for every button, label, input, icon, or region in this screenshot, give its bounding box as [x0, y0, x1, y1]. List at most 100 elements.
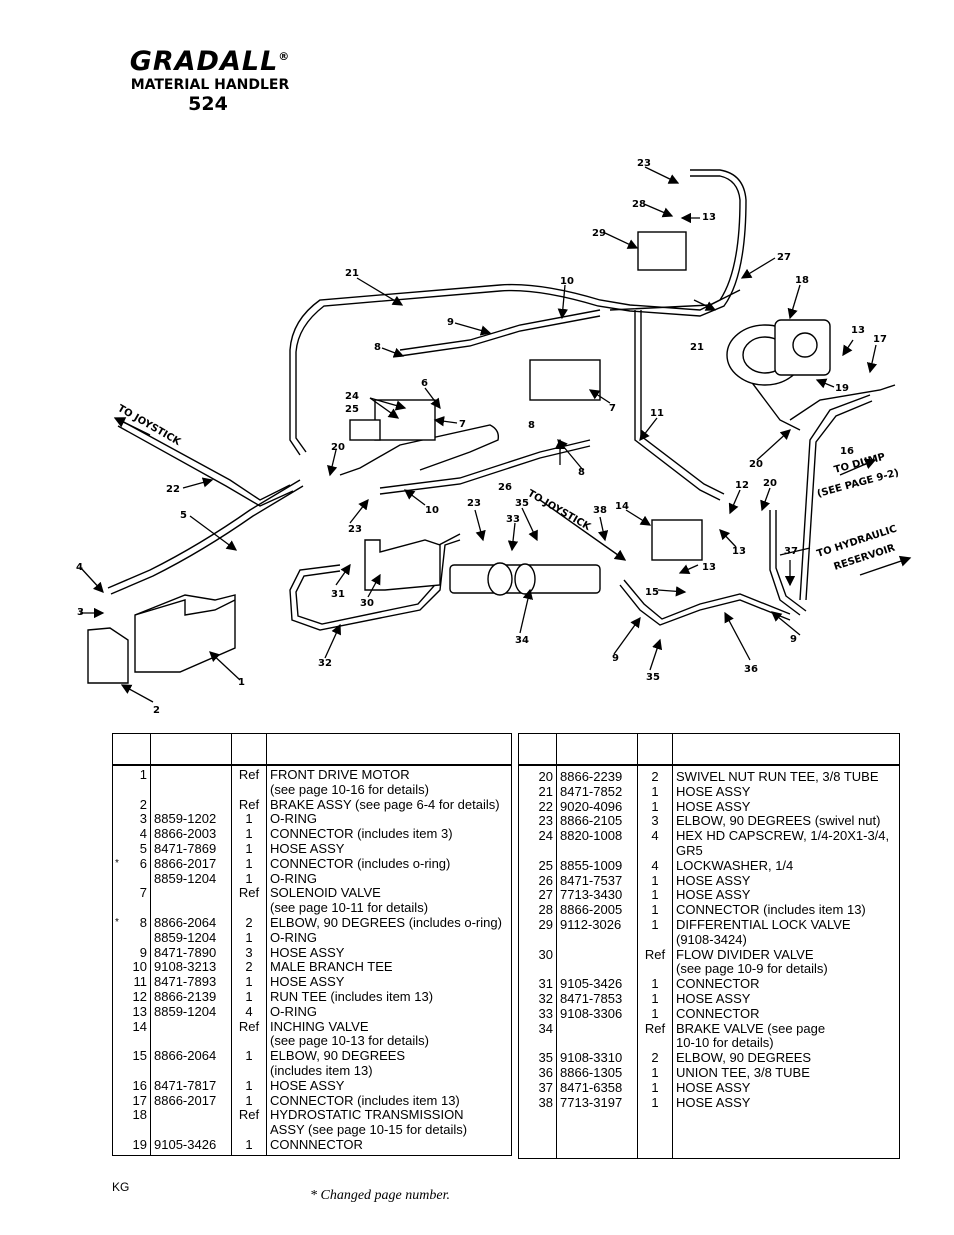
- registered-mark: ®: [278, 50, 291, 63]
- description-cell: O-RING: [266, 871, 512, 887]
- item-number-cell: 19: [112, 1136, 151, 1153]
- item-number-cell: 16: [112, 1078, 151, 1094]
- item-number-cell: [112, 1034, 151, 1050]
- part-number-cell: [556, 932, 638, 948]
- item-number: 27: [538, 887, 553, 903]
- description-cell: FRONT DRIVE MOTOR: [266, 767, 512, 783]
- quantity-cell: 2: [637, 769, 673, 785]
- callout-23b: 23: [348, 524, 362, 535]
- item-number: 26: [538, 872, 553, 888]
- callout-23c: 23: [467, 498, 481, 509]
- part-number-cell: 8859-1204: [150, 930, 232, 946]
- item-number-cell: 21: [518, 784, 557, 800]
- quantity-cell: 1: [637, 1080, 673, 1096]
- item-number: 18: [132, 1107, 147, 1123]
- description-cell: HOSE ASSY: [266, 974, 512, 990]
- part-number-cell: 8866-2003: [150, 826, 232, 842]
- quantity-cell: 2: [231, 960, 267, 976]
- item-number: 23: [538, 813, 553, 829]
- part-number-cell: [150, 768, 232, 783]
- item-number: 3: [139, 811, 147, 827]
- callout-17: 17: [873, 334, 887, 345]
- description-cell: DIFFERENTIAL LOCK VALVE: [672, 917, 900, 933]
- part-number-cell: 8866-2139: [150, 989, 232, 1005]
- item-number: 6: [139, 855, 147, 871]
- quantity-cell: 2: [637, 1050, 673, 1066]
- callout-19: 19: [835, 383, 849, 394]
- item-number: 19: [132, 1136, 147, 1152]
- table-spacer-row: [112, 765, 512, 768]
- item-number-cell: 37: [518, 1080, 557, 1096]
- part-number-cell: 8471-7537: [556, 873, 638, 889]
- part-number-cell: 9105-3426: [556, 976, 638, 992]
- item-number-cell: [112, 871, 151, 887]
- part-number-cell: [556, 1036, 638, 1052]
- item-number: 4: [139, 826, 147, 842]
- callout-1: 1: [238, 677, 245, 688]
- description-cell: (see page 10-13 for details): [266, 1034, 512, 1050]
- components: [87, 231, 831, 684]
- description-cell: (see page 10-9 for details): [672, 962, 900, 978]
- table-spacer-row: [518, 1110, 900, 1160]
- part-number-cell: 7713-3430: [556, 888, 638, 904]
- description-cell: SWIVEL NUT RUN TEE, 3/8 TUBE: [672, 769, 900, 785]
- part-number-cell: 8471-7890: [150, 945, 232, 961]
- item-number-cell: 23: [518, 813, 557, 830]
- quantity-cell: Ref: [231, 767, 267, 783]
- part-number-cell: 9112-3026: [556, 917, 638, 933]
- direction-arrows: [113, 417, 912, 576]
- quantity-cell: [231, 901, 267, 916]
- quantity-cell: Ref: [637, 1021, 673, 1037]
- callout-10a: 10: [560, 276, 574, 287]
- table-row: (see page 10-11 for details): [112, 900, 512, 916]
- product-subtitle: MATERIAL HANDLER: [130, 77, 290, 93]
- callout-5: 5: [180, 510, 187, 521]
- callout-20a: 20: [331, 442, 345, 453]
- description-cell: CONNNECTOR: [266, 1137, 512, 1153]
- quantity-cell: 1: [231, 812, 267, 828]
- part-number-cell: [150, 886, 232, 902]
- item-number: 9: [139, 944, 147, 960]
- item-number-cell: [518, 962, 557, 978]
- item-number-cell: 33: [518, 1006, 557, 1022]
- item-number-cell: 32: [518, 991, 557, 1007]
- item-number: 14: [132, 1018, 147, 1034]
- callout-11: 11: [650, 408, 664, 419]
- description-cell: HYDROSTATIC TRANSMISSION: [266, 1108, 512, 1124]
- quantity-cell: 1: [637, 991, 673, 1007]
- part-number-cell: [150, 1019, 232, 1035]
- part-number-cell: 8859-1202: [150, 812, 232, 828]
- callout-21b: 21: [690, 342, 704, 353]
- description-cell: O-RING: [266, 1004, 512, 1020]
- quantity-cell: [231, 1123, 267, 1138]
- quantity-cell: [637, 962, 673, 978]
- item-number-cell: 17: [112, 1093, 151, 1109]
- part-number-cell: [556, 1021, 638, 1037]
- part-number-cell: [150, 797, 232, 813]
- description-cell: O-RING: [266, 930, 512, 946]
- part-number-cell: 8866-1305: [556, 1065, 638, 1081]
- item-number-cell: 26: [518, 872, 557, 889]
- item-number: 13: [132, 1003, 147, 1019]
- item-number-cell: 20: [518, 769, 557, 785]
- part-number-cell: 9108-3310: [556, 1050, 638, 1066]
- col-desc-header: [266, 733, 512, 766]
- description-cell: UNION TEE, 3/8 TUBE: [672, 1065, 900, 1081]
- quantity-cell: 3: [637, 814, 673, 830]
- quantity-cell: Ref: [231, 797, 267, 813]
- col-desc-header: [672, 733, 900, 766]
- quantity-cell: 1: [231, 1048, 267, 1064]
- item-number: 25: [538, 857, 553, 873]
- description-cell: RUN TEE (includes item 13): [266, 989, 512, 1005]
- item-number-cell: 12: [112, 989, 151, 1005]
